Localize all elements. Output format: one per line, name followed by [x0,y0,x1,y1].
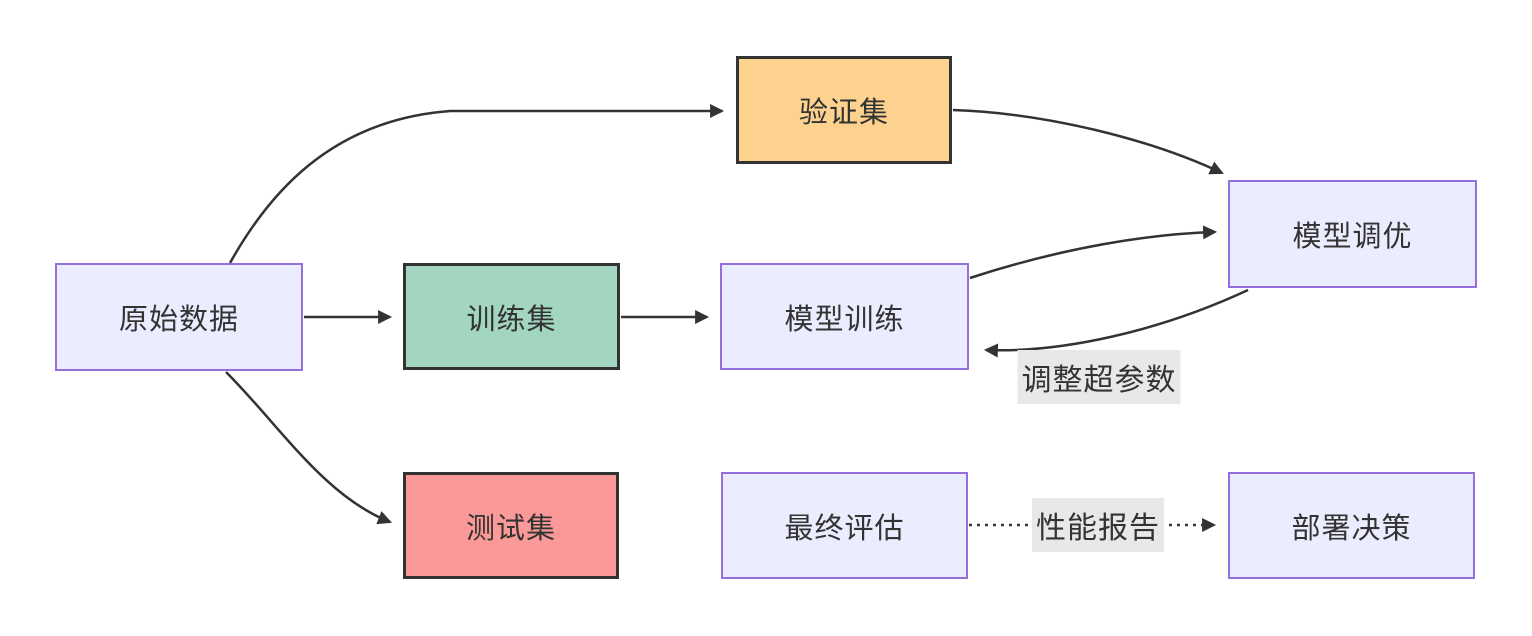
node-model-tuning-label: 模型调优 [1292,221,1413,253]
edge-label-performance-report: 性能报告 [1032,498,1164,552]
node-test-set-label: 测试集 [465,512,556,545]
edge-raw-to-test [225,371,392,525]
node-model-tuning: 模型调优 [1228,180,1477,288]
edge-tuning-to-modeltraining [983,288,1249,358]
node-model-training: 模型训练 [720,263,969,370]
node-deployment-decision-label: 部署决策 [1291,512,1412,545]
node-model-training-label: 模型训练 [784,303,905,336]
node-validation-set: 验证集 [736,56,952,164]
node-training-set: 训练集 [403,263,620,370]
node-validation-set-label: 验证集 [798,97,889,129]
node-raw-data: 原始数据 [55,263,303,371]
node-test-set: 测试集 [403,472,619,579]
edge-validation-to-tuning [952,108,1224,175]
node-deployment-decision: 部署决策 [1228,472,1475,579]
edge-label-adjust-hyperparameters: 调整超参数 [1017,350,1181,404]
edge-modeltraining-to-tuning [969,225,1218,280]
edge-raw-to-validation [228,104,725,264]
node-final-evaluation: 最终评估 [721,472,968,579]
node-raw-data-label: 原始数据 [118,304,239,336]
node-final-evaluation-label: 最终评估 [784,512,905,545]
node-training-set-label: 训练集 [466,303,557,336]
